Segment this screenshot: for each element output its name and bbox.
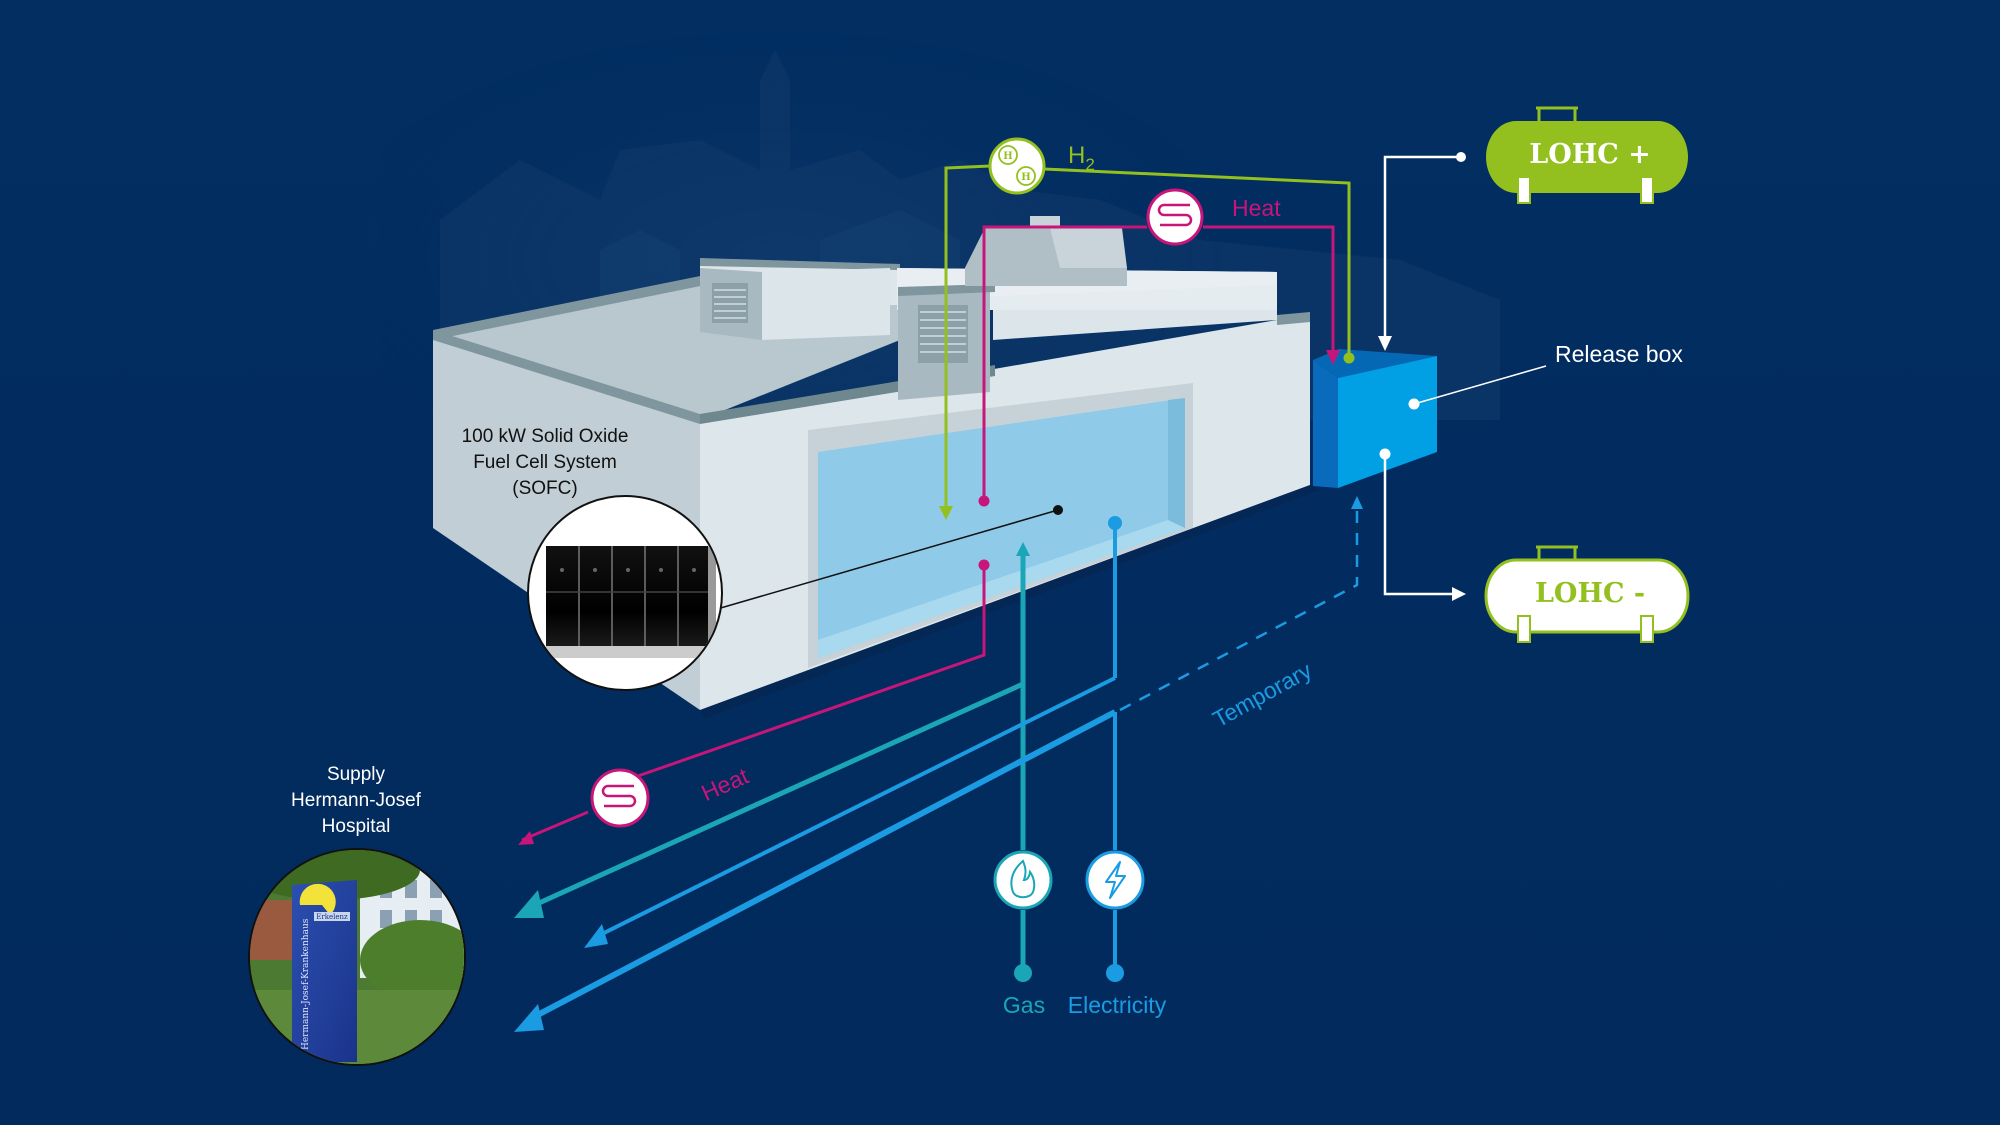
sofc-label: 100 kW Solid Oxide Fuel Cell System (SOF… [462,426,629,499]
hospital-sign: Erkelenz Hermann-Josef-Krankenhaus [292,880,357,1062]
heat-dot-out [978,559,990,571]
sofc-building [433,216,1320,718]
h2-subscript: 2 [1085,155,1094,174]
lohc-minus-tank: LOHC - [1484,545,1690,643]
heat-arrowhead-top [1326,350,1340,365]
lohc-minus-dot [1379,448,1391,460]
gas-arrowhead-up [1016,542,1030,556]
svg-text:(SOFC): (SOFC) [512,478,577,499]
temporary-line [1119,505,1359,712]
electricity-line-main [526,709,1117,1023]
vent-grille-1 [712,283,748,323]
heating-coil-icon [1146,188,1204,246]
gas-source-dot [1014,964,1032,982]
electricity-line [599,523,1117,970]
exhaust-hood [965,216,1127,286]
lohc-plus-label: LOHC + [1529,139,1651,170]
heat-arrowhead-out [518,831,534,845]
svg-text:100 kW Solid Oxide: 100 kW Solid Oxide [462,426,629,447]
vent-grille-2 [918,305,968,363]
electricity-source-dot [1106,964,1124,982]
lightning-bolt-icon [1085,850,1145,910]
sofc-pointer-dot [1053,505,1063,515]
heat-line-out [521,565,986,842]
electricity-label: Electricity [1068,992,1167,1018]
flame-icon [993,850,1053,910]
temporary-arrowhead [1351,496,1363,509]
gas-arrowhead-out [514,890,544,918]
lohc-down-arrowhead [1378,336,1392,351]
hydrogen-dot [1343,352,1355,364]
svg-text:Hospital: Hospital [322,816,391,837]
svg-text:H: H [1021,172,1030,183]
h2-label: H2 [1068,142,1095,174]
release-box-label-dot [1408,398,1420,410]
svg-text:Hermann-Josef-Krankenhaus: Hermann-Josef-Krankenhaus [301,918,311,1050]
electricity-arrowhead-main [514,1004,544,1032]
supply-label: Supply Hermann-Josef Hospital [291,764,422,837]
lohc-plus-tank: LOHC + [1486,106,1688,204]
electricity-dot-window [1108,516,1122,530]
heating-coil-icon [590,768,650,828]
heat-line-top [982,225,1335,500]
sofc-unit-image [527,495,723,691]
release-box-label: Release box [1555,341,1683,367]
heat-label-top: Heat [1232,195,1281,221]
svg-text:H: H [1003,151,1012,162]
svg-text:Erkelenz: Erkelenz [316,913,348,921]
electricity-arrowhead-out [584,924,608,948]
hydrogen-molecule-icon: H H [988,137,1046,195]
sofc-pointer-line [699,509,1059,615]
lohc-minus-arrowhead [1452,587,1466,601]
gas-line [526,555,1026,970]
heat-dot-top [978,495,990,507]
glass-window [808,383,1193,668]
svg-text:Supply: Supply [327,764,386,785]
hydrogen-arrowhead [939,506,953,520]
lohc-lines [1383,155,1547,596]
hydrogen-line [944,164,1351,510]
gas-label: Gas [1003,992,1045,1018]
svg-text:Hermann-Josef: Hermann-Josef [291,790,422,811]
svg-text:Fuel Cell System: Fuel Cell System [473,452,617,473]
lohc-minus-label: LOHC - [1535,578,1645,609]
lohc-plus-dot [1456,152,1466,162]
